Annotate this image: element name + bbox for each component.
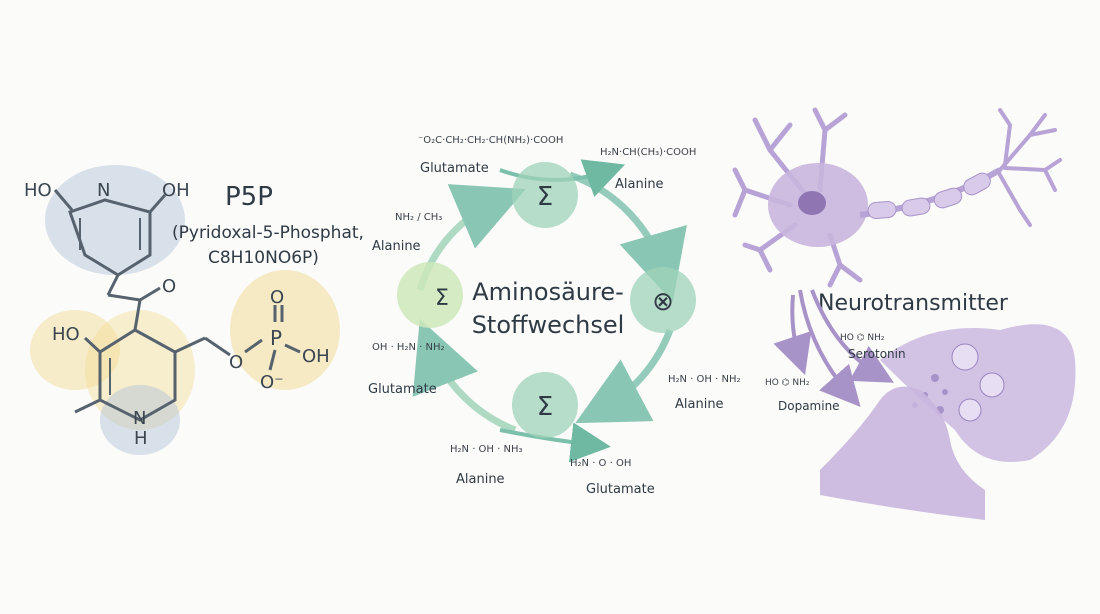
p5p-formula: C8H10NO6P)	[208, 248, 319, 268]
node-bottom-symbol: Σ	[537, 392, 553, 422]
molecule-label: Alanine	[372, 239, 421, 254]
neurotransmitter-title: Neurotransmitter	[818, 291, 1009, 316]
node-top-symbol: Σ	[537, 182, 553, 212]
p5p-subtitle: (Pyridoxal-5-Phosphat,	[172, 223, 364, 243]
molecule-alanine-topright: H₂N·CH(CH₃)·COOH Alanine	[600, 147, 696, 192]
atom-o-top: O	[270, 287, 284, 308]
amino-acid-cycle: Σ Σ Σ ⊗ Aminosäure- Stoffwechsel ⁻O₂C·CH…	[368, 135, 740, 497]
molecule-glutamate-left: OH · H₂N · NH₂ Glutamate	[368, 342, 444, 397]
atom-o-minus: O⁻	[260, 372, 284, 393]
node-right-symbol: ⊗	[652, 287, 674, 317]
cycle-node-top	[512, 162, 578, 228]
atom-oh-p: OH	[302, 346, 330, 367]
molecule-structure: H₂N·CH(CH₃)·COOH	[600, 147, 696, 158]
molecule-label: Glutamate	[586, 482, 655, 497]
atom-o-keto: O	[162, 276, 176, 297]
molecule-glutamate-top: ⁻O₂C·CH₂·CH₂·CH(NH₂)·COOH Glutamate	[418, 135, 563, 176]
arrow-to-dopamine	[773, 294, 812, 376]
lower-ring-wash	[85, 310, 195, 430]
atom-oh-right: OH	[162, 180, 190, 201]
molecule-label: Alanine	[615, 177, 664, 192]
atom-h-bottom: H	[134, 428, 148, 449]
molecule-structure: H₂N · OH · NH₃	[450, 444, 522, 455]
molecule-structure: ⁻O₂C·CH₂·CH₂·CH(NH₂)·COOH	[418, 135, 563, 146]
molecule-label: Glutamate	[368, 382, 437, 397]
p5p-molecule: HO N OH O HO O P O OH O⁻ N H	[24, 165, 340, 455]
molecule-label: Alanine	[675, 397, 724, 412]
molecule-structure: H₂N · OH · NH₂	[668, 374, 740, 385]
arrow-to-synapse	[798, 289, 861, 407]
vesicle	[958, 398, 982, 422]
cycle-node-bottom	[512, 372, 578, 438]
molecule-alanine-right: H₂N · OH · NH₂ Alanine	[668, 374, 740, 412]
molecule-structure: OH · H₂N · NH₂	[372, 342, 444, 353]
vesicle	[951, 343, 979, 371]
atom-ho-left: HO	[24, 180, 52, 201]
serotonin-label: Serotonin	[848, 347, 906, 361]
cycle-title-line2: Stoffwechsel	[472, 311, 625, 339]
molecule-alanine-left: NH₂ / CH₃ Alanine	[372, 212, 442, 254]
neuron-nucleus	[798, 191, 826, 215]
presynaptic-terminal	[880, 324, 1076, 462]
molecule-structure: NH₂ / CH₃	[395, 212, 442, 223]
side-arrow-bottom	[499, 422, 611, 463]
node-left-symbol: Σ	[435, 286, 449, 311]
phosphate-wash	[230, 270, 340, 390]
cycle-node-left	[397, 262, 463, 328]
ho-wash	[30, 310, 120, 390]
cycle-title-line1: Aminosäure-	[472, 278, 624, 306]
cycle-node-right	[630, 267, 696, 333]
neuron-illustration: Neurotransmitter HO ⌬ NH₂ Serotonin HO ⌬…	[732, 107, 1076, 520]
p5p-title: P5P	[225, 182, 273, 212]
vesicle	[979, 372, 1005, 398]
serotonin-structure: HO ⌬ NH₂	[840, 333, 885, 343]
arrow-to-serotonin	[810, 289, 894, 383]
postsynaptic-terminal	[820, 386, 985, 520]
axon-terminals	[998, 108, 1062, 227]
molecule-alanine-bottom: H₂N · OH · NH₃ Alanine	[450, 444, 522, 487]
atom-n-bottom: N	[133, 408, 146, 429]
molecule-label: Alanine	[456, 472, 505, 487]
atom-p: P	[270, 326, 282, 350]
atom-ho-mid: HO	[52, 324, 80, 345]
p5p-label: P5P (Pyridoxal-5-Phosphat, C8H10NO6P)	[172, 182, 364, 268]
molecule-glutamate-bottom: H₂N · O · OH Glutamate	[570, 458, 655, 497]
cycle-arrow-bottomleft	[412, 318, 517, 434]
cycle-arrow-bottomright	[575, 328, 674, 424]
atom-o-link: O	[229, 352, 243, 373]
axon	[859, 167, 1002, 220]
molecule-structure: H₂N · O · OH	[570, 458, 631, 469]
dopamine-structure: HO ⌬ NH₂	[765, 378, 810, 388]
molecule-label: Glutamate	[420, 161, 489, 176]
atom-n-top: N	[97, 180, 110, 201]
dopamine-label: Dopamine	[778, 399, 840, 413]
